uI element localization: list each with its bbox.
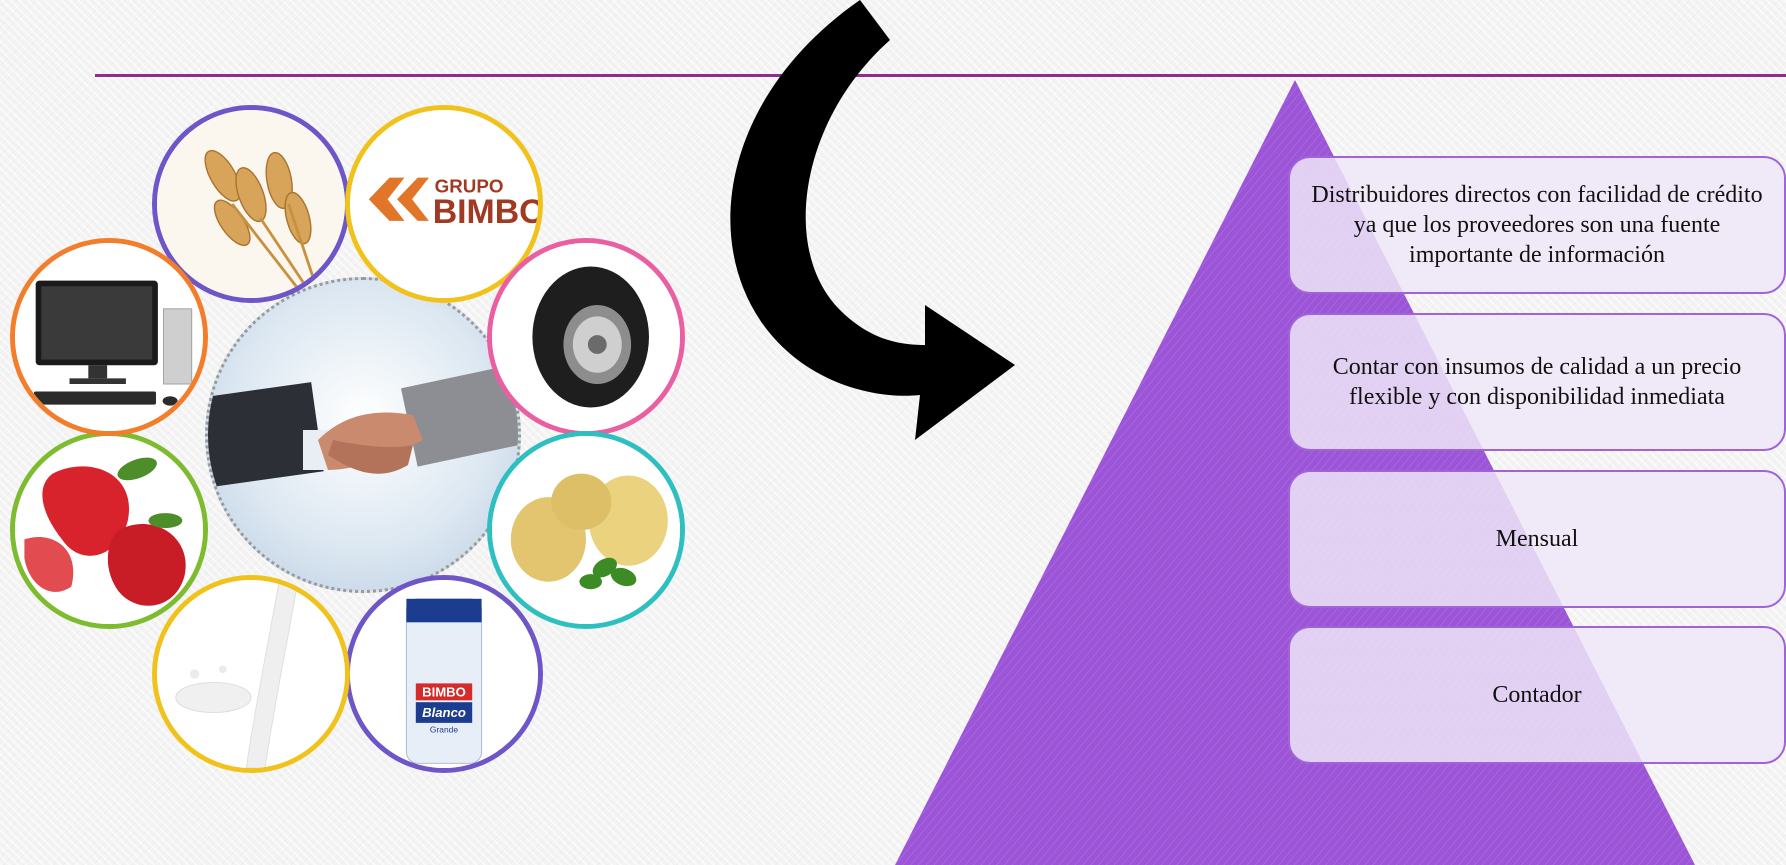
computer-icon <box>10 238 208 436</box>
bread-sub: Grande <box>430 724 458 734</box>
potatoes-icon <box>487 431 685 629</box>
pyramid-box-4: Contador <box>1288 626 1786 764</box>
milk-icon <box>152 575 350 773</box>
pyramid-box-3: Mensual <box>1288 470 1786 608</box>
pyramid-box-2-text: Contar con insumos de calidad a un preci… <box>1304 352 1770 412</box>
pyramid-box-2: Contar con insumos de calidad a un preci… <box>1288 313 1786 451</box>
bread-brand: BIMBO <box>422 685 466 700</box>
bread-package-icon: BIMBO Blanco Grande <box>345 575 543 773</box>
pyramid-box-1: Distribuidores directos con facilidad de… <box>1288 156 1786 294</box>
pyramid-box-3-text: Mensual <box>1496 524 1579 554</box>
bimbo-logo-main: BIMBO <box>433 193 538 231</box>
bread-label: Blanco <box>422 705 466 720</box>
pyramid-box-4-text: Contador <box>1492 680 1581 710</box>
pyramid-box-1-text: Distribuidores directos con facilidad de… <box>1304 180 1770 270</box>
strawberries-icon <box>10 431 208 629</box>
supplier-collage: GRUPO BIMBO <box>0 95 720 795</box>
tire-icon <box>487 238 685 436</box>
handshake-image <box>205 277 521 593</box>
